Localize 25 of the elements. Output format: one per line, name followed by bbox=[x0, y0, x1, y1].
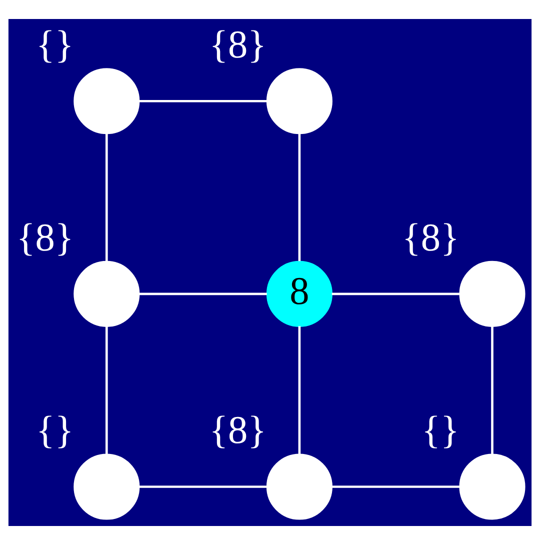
connector bbox=[491, 326, 494, 454]
connector bbox=[139, 292, 267, 296]
node-circle bbox=[266, 454, 332, 520]
node-circle bbox=[266, 68, 332, 134]
node-label: {} bbox=[36, 409, 74, 452]
connector bbox=[139, 486, 267, 488]
node-circle bbox=[74, 260, 140, 327]
node-label: {} bbox=[36, 24, 74, 67]
node-label: {8} bbox=[209, 409, 267, 452]
node-circle bbox=[459, 260, 526, 327]
node-circle bbox=[459, 454, 526, 520]
node-circle: 8 bbox=[266, 260, 332, 327]
connector bbox=[298, 133, 301, 262]
connector bbox=[106, 326, 108, 454]
node-circle bbox=[74, 68, 140, 134]
connector bbox=[106, 133, 108, 262]
node-circle bbox=[74, 454, 140, 520]
connector bbox=[332, 486, 460, 488]
connector bbox=[332, 292, 460, 296]
connector bbox=[139, 100, 267, 102]
node-label: {8} bbox=[16, 216, 74, 260]
node-label: {8} bbox=[209, 24, 267, 67]
node-label: {8} bbox=[402, 216, 460, 260]
connector bbox=[298, 326, 301, 454]
node-label: {} bbox=[422, 409, 460, 452]
